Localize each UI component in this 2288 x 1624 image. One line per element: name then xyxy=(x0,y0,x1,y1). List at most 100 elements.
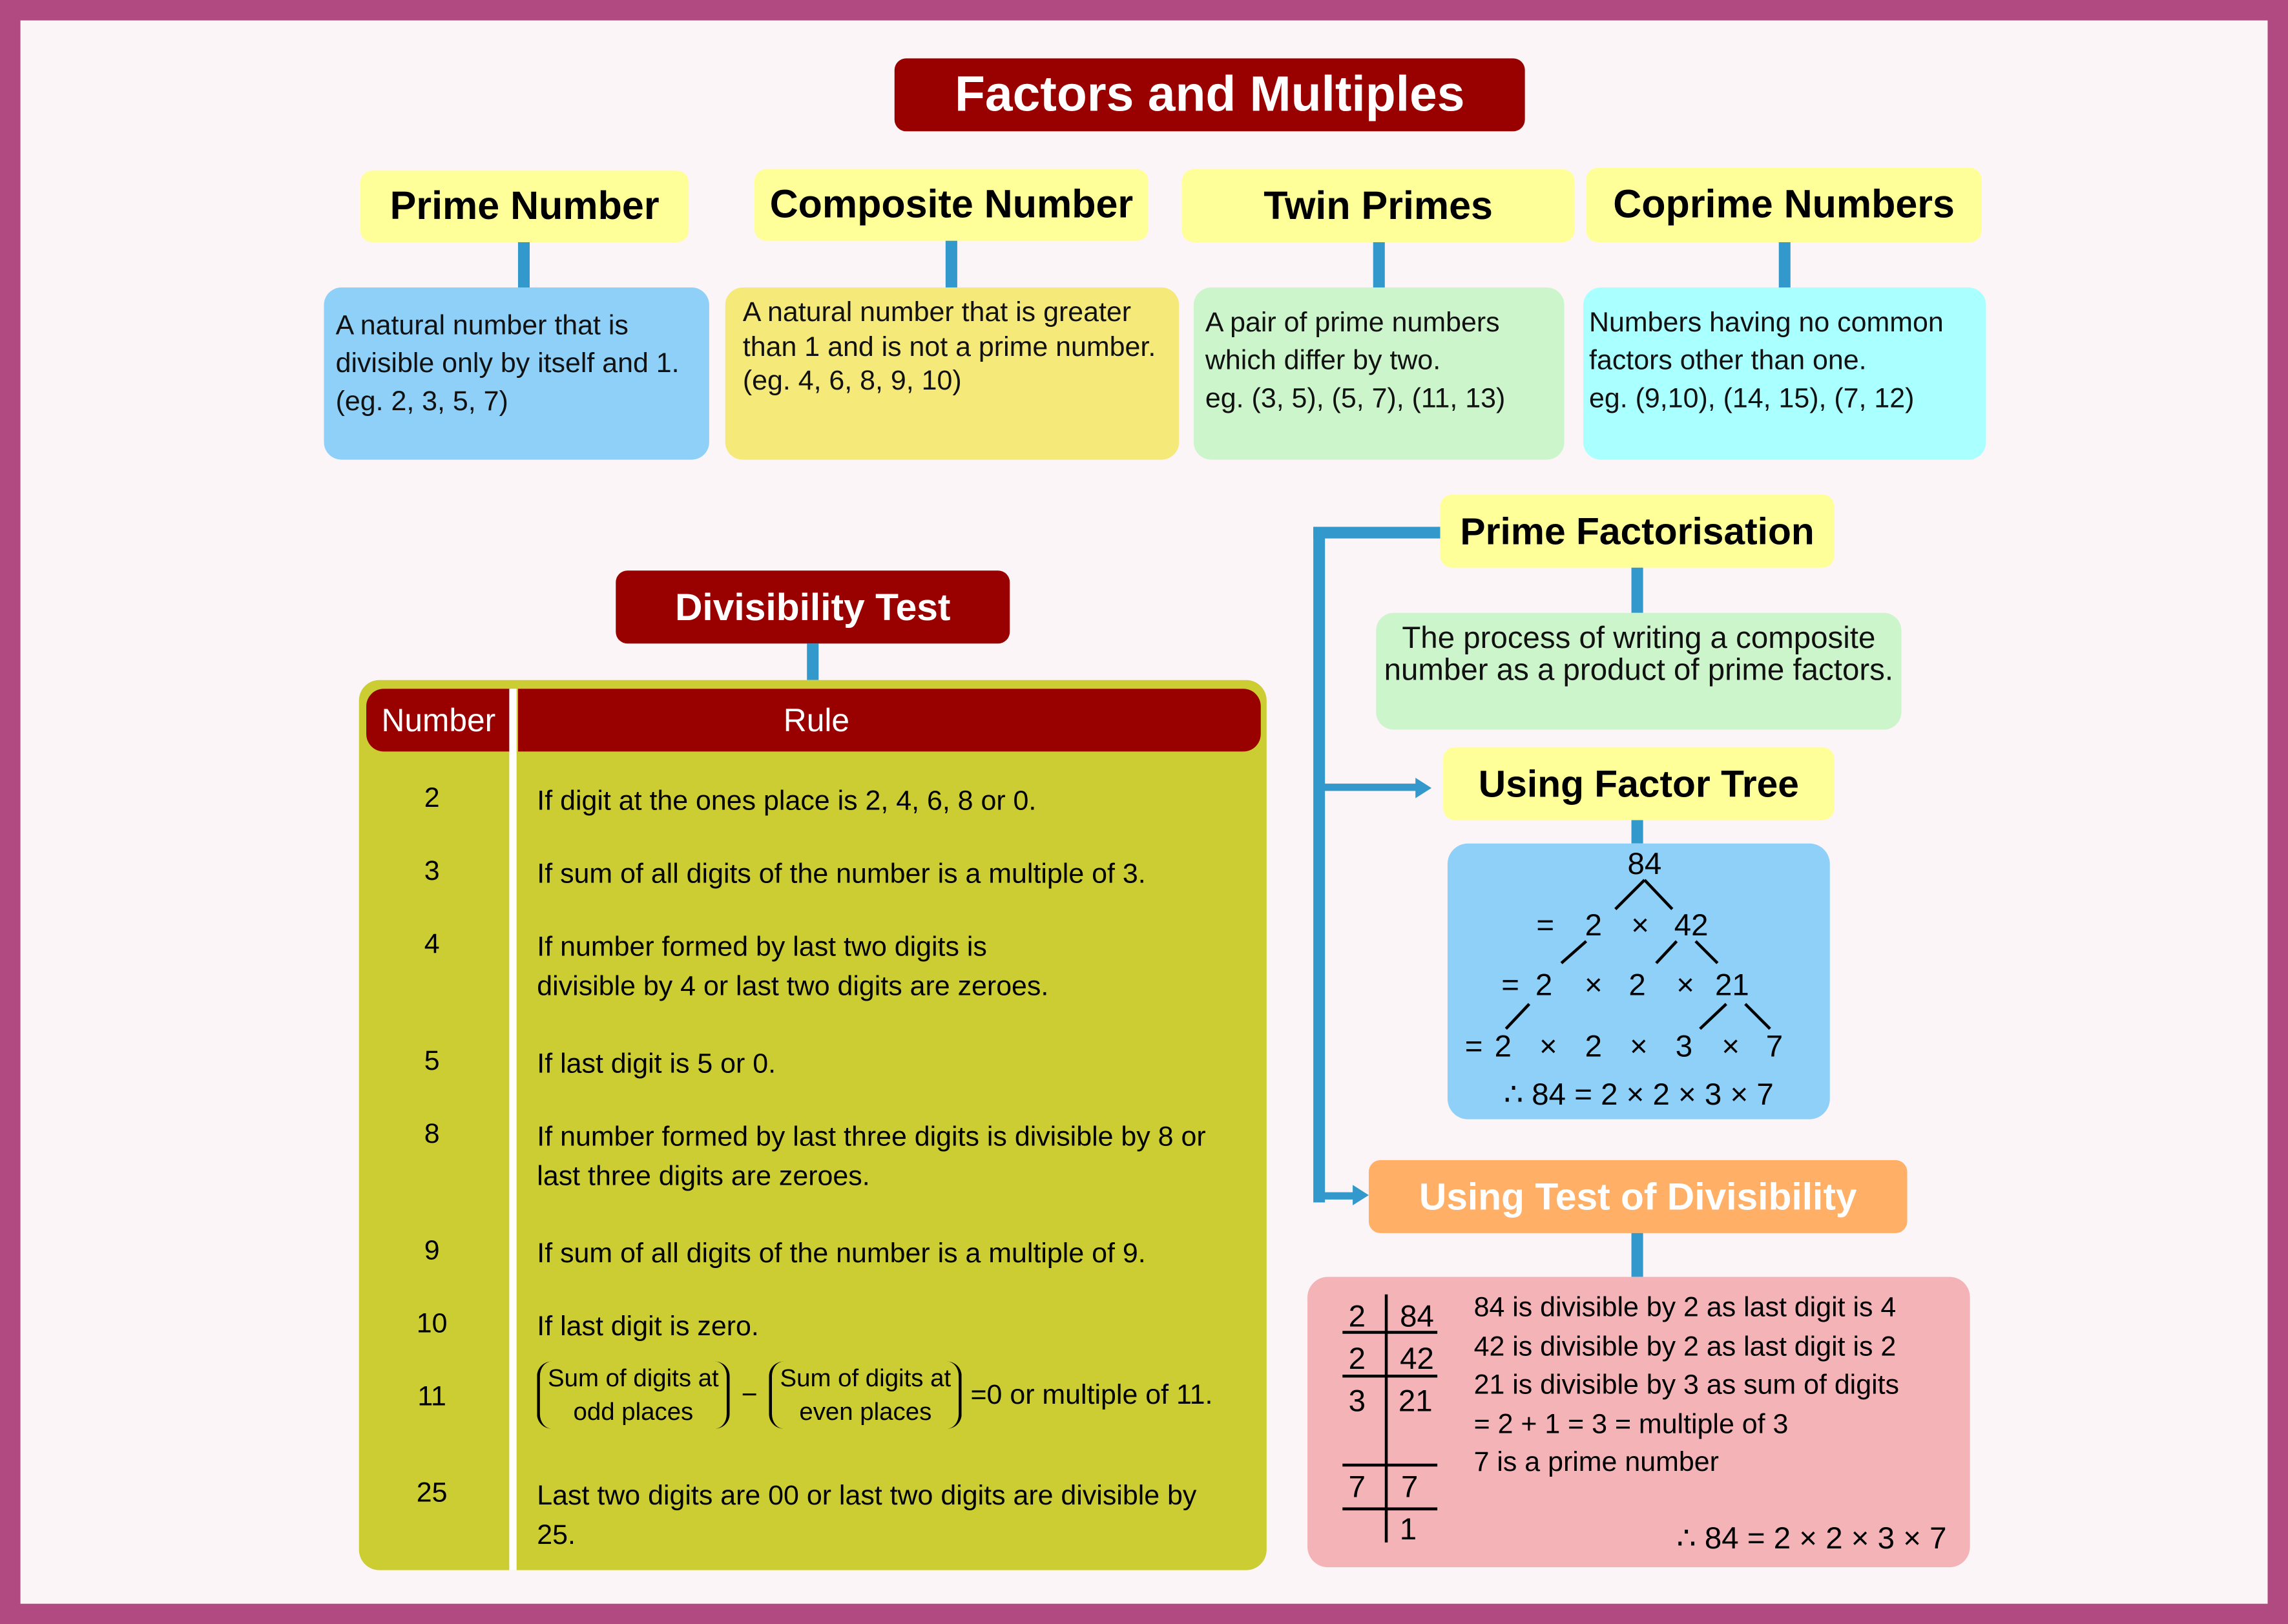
minus-sign: − xyxy=(741,1379,758,1411)
dividend: 84 xyxy=(1400,1299,1434,1333)
tree-node: × xyxy=(1676,968,1694,1003)
tree-node: × xyxy=(1585,968,1603,1003)
tree-node: × xyxy=(1631,908,1649,942)
connector xyxy=(1631,567,1643,613)
rule-number: 3 xyxy=(424,857,440,888)
tree-node: = xyxy=(1501,968,1519,1003)
factor-tree-heading: Using Factor Tree xyxy=(1443,747,1835,820)
definition-example: (eg. 4, 6, 8, 9, 10) xyxy=(742,366,962,397)
tree-node: 3 xyxy=(1676,1030,1692,1064)
coprime-numbers-heading: Coprime Numbers xyxy=(1586,167,1982,242)
tree-node: 2 xyxy=(1585,908,1602,942)
odd-places-sum: Sum of digits at odd places xyxy=(537,1361,730,1429)
divisor: 2 xyxy=(1349,1342,1366,1376)
rule-number: 11 xyxy=(417,1382,446,1413)
rule-tail: =0 or multiple of 11. xyxy=(970,1379,1213,1411)
tree-root: 84 xyxy=(1628,847,1662,881)
column-divider xyxy=(509,689,517,1570)
prime-factorisation-definition: The process of writing a composite numbe… xyxy=(1376,612,1902,730)
rule-text: Last two digits are 00 or last two digit… xyxy=(537,1481,1197,1552)
dividend: 7 xyxy=(1401,1470,1418,1504)
tree-node: × xyxy=(1721,1030,1740,1064)
test-of-divisibility-box xyxy=(1307,1276,1970,1568)
column-header-number: Number xyxy=(366,689,511,752)
step-line: = 2 + 1 = 3 = multiple of 3 xyxy=(1473,1409,1789,1440)
column-header-rule: Rule xyxy=(517,689,1261,752)
definition-text: A natural number that is divisible only … xyxy=(335,311,680,418)
prime-factorisation-heading: Prime Factorisation xyxy=(1440,494,1835,568)
definition-text: Numbers having no common factors other t… xyxy=(1589,307,1944,377)
tree-result: ∴ 84 = 2 × 2 × 3 × 7 xyxy=(1504,1077,1774,1112)
twin-primes-definition: A pair of prime numbers which differ by … xyxy=(1193,287,1565,460)
page-title: Factors and Multiples xyxy=(894,58,1525,132)
tree-node: 21 xyxy=(1715,968,1749,1003)
divisibility-steps: 84 is divisible by 2 as last digit is 4 … xyxy=(1474,1290,1899,1483)
rule-number: 10 xyxy=(416,1309,448,1340)
rule-text: If sum of all digits of the number is a … xyxy=(537,1238,1146,1270)
rule-text: If last digit is zero. xyxy=(537,1311,759,1343)
divisibility-result: ∴ 84 = 2 × 2 × 3 × 7 xyxy=(1676,1522,1947,1556)
flow-line xyxy=(1313,526,1440,539)
arrow-head-icon xyxy=(1353,1185,1369,1205)
connector xyxy=(1631,820,1643,844)
tree-node: × xyxy=(1630,1030,1648,1064)
connector xyxy=(1631,1233,1643,1277)
rule-number: 5 xyxy=(424,1046,440,1077)
divisor: 3 xyxy=(1349,1384,1366,1418)
definition-text: A natural number that is greater than 1 … xyxy=(742,297,1156,363)
prime-number-heading: Prime Number xyxy=(360,171,689,242)
tree-node: = xyxy=(1536,908,1554,942)
step-line: 84 is divisible by 2 as last digit is 4 xyxy=(1473,1293,1897,1324)
flow-line xyxy=(1313,526,1326,1203)
coprime-numbers-definition: Numbers having no common factors other t… xyxy=(1583,287,1986,460)
connector xyxy=(807,643,819,680)
rule-number: 9 xyxy=(424,1236,440,1267)
tree-node: 42 xyxy=(1674,908,1709,942)
rule-number: 2 xyxy=(424,784,440,815)
factor-tree-box xyxy=(1447,843,1830,1119)
divisor: 7 xyxy=(1349,1470,1366,1504)
tree-node: 2 xyxy=(1495,1030,1512,1064)
rule-text: If number formed by last two digits is d… xyxy=(537,932,1049,1003)
composite-number-heading: Composite Number xyxy=(754,169,1149,241)
definition-example: eg. (9,10), (14, 15), (7, 12) xyxy=(1589,384,1915,415)
rule-text: If last digit is 5 or 0. xyxy=(537,1049,776,1080)
divisor: 2 xyxy=(1349,1299,1366,1333)
tree-node: 2 xyxy=(1628,968,1645,1003)
tree-node: × xyxy=(1539,1030,1557,1064)
step-line: 42 is divisible by 2 as last digit is 2 xyxy=(1473,1331,1897,1362)
rule-number: 25 xyxy=(416,1478,448,1509)
dividend: 21 xyxy=(1399,1384,1433,1418)
tree-branches xyxy=(1504,879,1771,1030)
even-places-sum: Sum of digits at even places xyxy=(769,1361,962,1429)
prime-number-definition: A natural number that is divisible only … xyxy=(324,287,709,460)
step-line: 21 is divisible by 3 as sum of digits xyxy=(1473,1370,1900,1401)
tree-node: 7 xyxy=(1766,1030,1783,1064)
rule-number: 4 xyxy=(424,929,440,961)
rule-number: 8 xyxy=(424,1119,440,1150)
composite-number-definition: A natural number that is greater than 1 … xyxy=(725,287,1180,460)
tree-node: 2 xyxy=(1585,1030,1602,1064)
definition-text: A pair of prime numbers which differ by … xyxy=(1205,307,1500,377)
rule-text: If digit at the ones place is 2, 4, 6, 8… xyxy=(537,786,1037,818)
rule-text: Sum of digits at odd places−Sum of digit… xyxy=(537,1361,1267,1429)
dividend: 42 xyxy=(1400,1342,1434,1376)
twin-primes-heading: Twin Primes xyxy=(1181,169,1575,242)
tree-node: = xyxy=(1465,1030,1483,1064)
arrow-head-icon xyxy=(1415,778,1432,798)
connector xyxy=(517,242,530,288)
rule-text: If number formed by last three digits is… xyxy=(537,1122,1206,1192)
connector xyxy=(1778,242,1791,288)
definition-example: eg. (3, 5), (5, 7), (11, 13) xyxy=(1205,384,1506,415)
rule-text: If sum of all digits of the number is a … xyxy=(537,859,1146,890)
flow-arrow xyxy=(1319,1192,1355,1200)
divisibility-test-heading: Divisibility Test xyxy=(616,570,1010,644)
connector xyxy=(945,240,957,288)
quotient: 1 xyxy=(1400,1512,1417,1546)
flow-arrow xyxy=(1319,784,1419,791)
step-line: 7 is a prime number xyxy=(1473,1447,1719,1479)
connector xyxy=(1373,242,1385,288)
